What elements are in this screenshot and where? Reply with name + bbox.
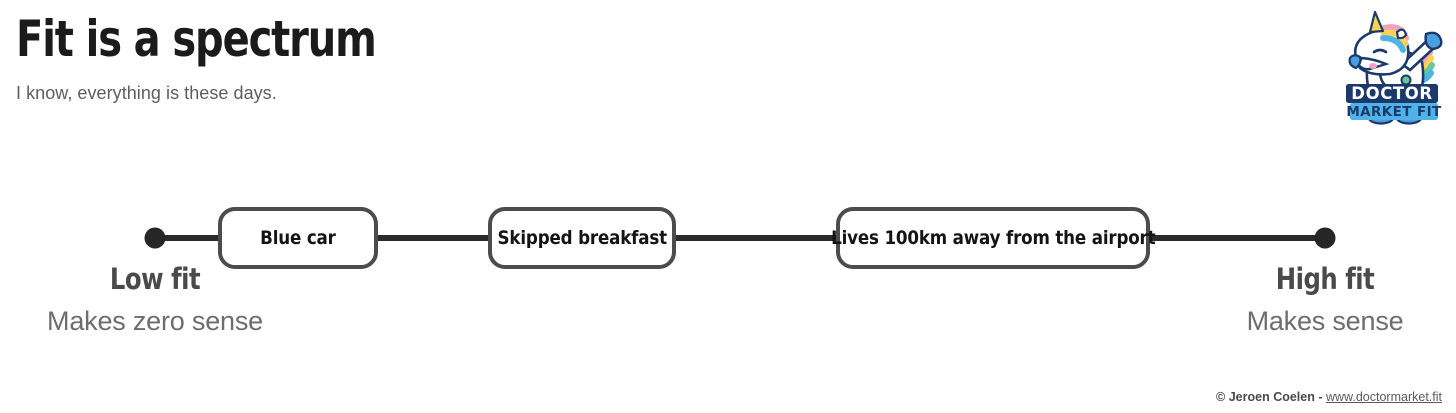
spectrum-low-end-group: Low fit Makes zero sense — [35, 264, 275, 337]
header-block: Fit is a spectrum I know, everything is … — [16, 14, 916, 104]
page-title: Fit is a spectrum — [16, 10, 377, 68]
footer-separator: - — [1314, 390, 1326, 404]
footer-author: © Jeroen Coelen — [1216, 390, 1315, 404]
footer-website-link[interactable]: www.doctormarket.fit — [1325, 390, 1442, 404]
spectrum-node-label: Blue car — [260, 227, 336, 249]
low-fit-subtitle: Makes zero sense — [47, 306, 263, 337]
spectrum-node-lives-100km-away[interactable]: Lives 100km away from the airport — [831, 207, 1155, 269]
spectrum-endpoint-low — [144, 227, 166, 249]
doctor-market-fit-logo: DOCTOR MARKET FIT — [1340, 8, 1444, 126]
spectrum-endpoint-high — [1314, 227, 1336, 249]
high-fit-title: High fit — [1275, 262, 1375, 296]
spectrum-node-label: Lives 100km away from the airport — [830, 227, 1156, 249]
low-fit-title: Low fit — [109, 262, 201, 296]
spectrum-node-skipped-breakfast[interactable]: Skipped breakfast — [488, 207, 676, 269]
spectrum-node-blue-car[interactable]: Blue car — [218, 207, 378, 269]
svg-text:MARKET FIT: MARKET FIT — [1346, 104, 1442, 120]
svg-text:DOCTOR: DOCTOR — [1351, 84, 1432, 103]
page-subtitle: I know, everything is these days. — [16, 83, 277, 103]
spectrum-high-end-group: High fit Makes sense — [1205, 264, 1445, 337]
high-fit-subtitle: Makes sense — [1246, 306, 1404, 337]
spectrum-node-label: Skipped breakfast — [497, 227, 667, 249]
footer-credit: © Jeroen Coelen - www.doctormarket.fit — [1216, 390, 1442, 404]
